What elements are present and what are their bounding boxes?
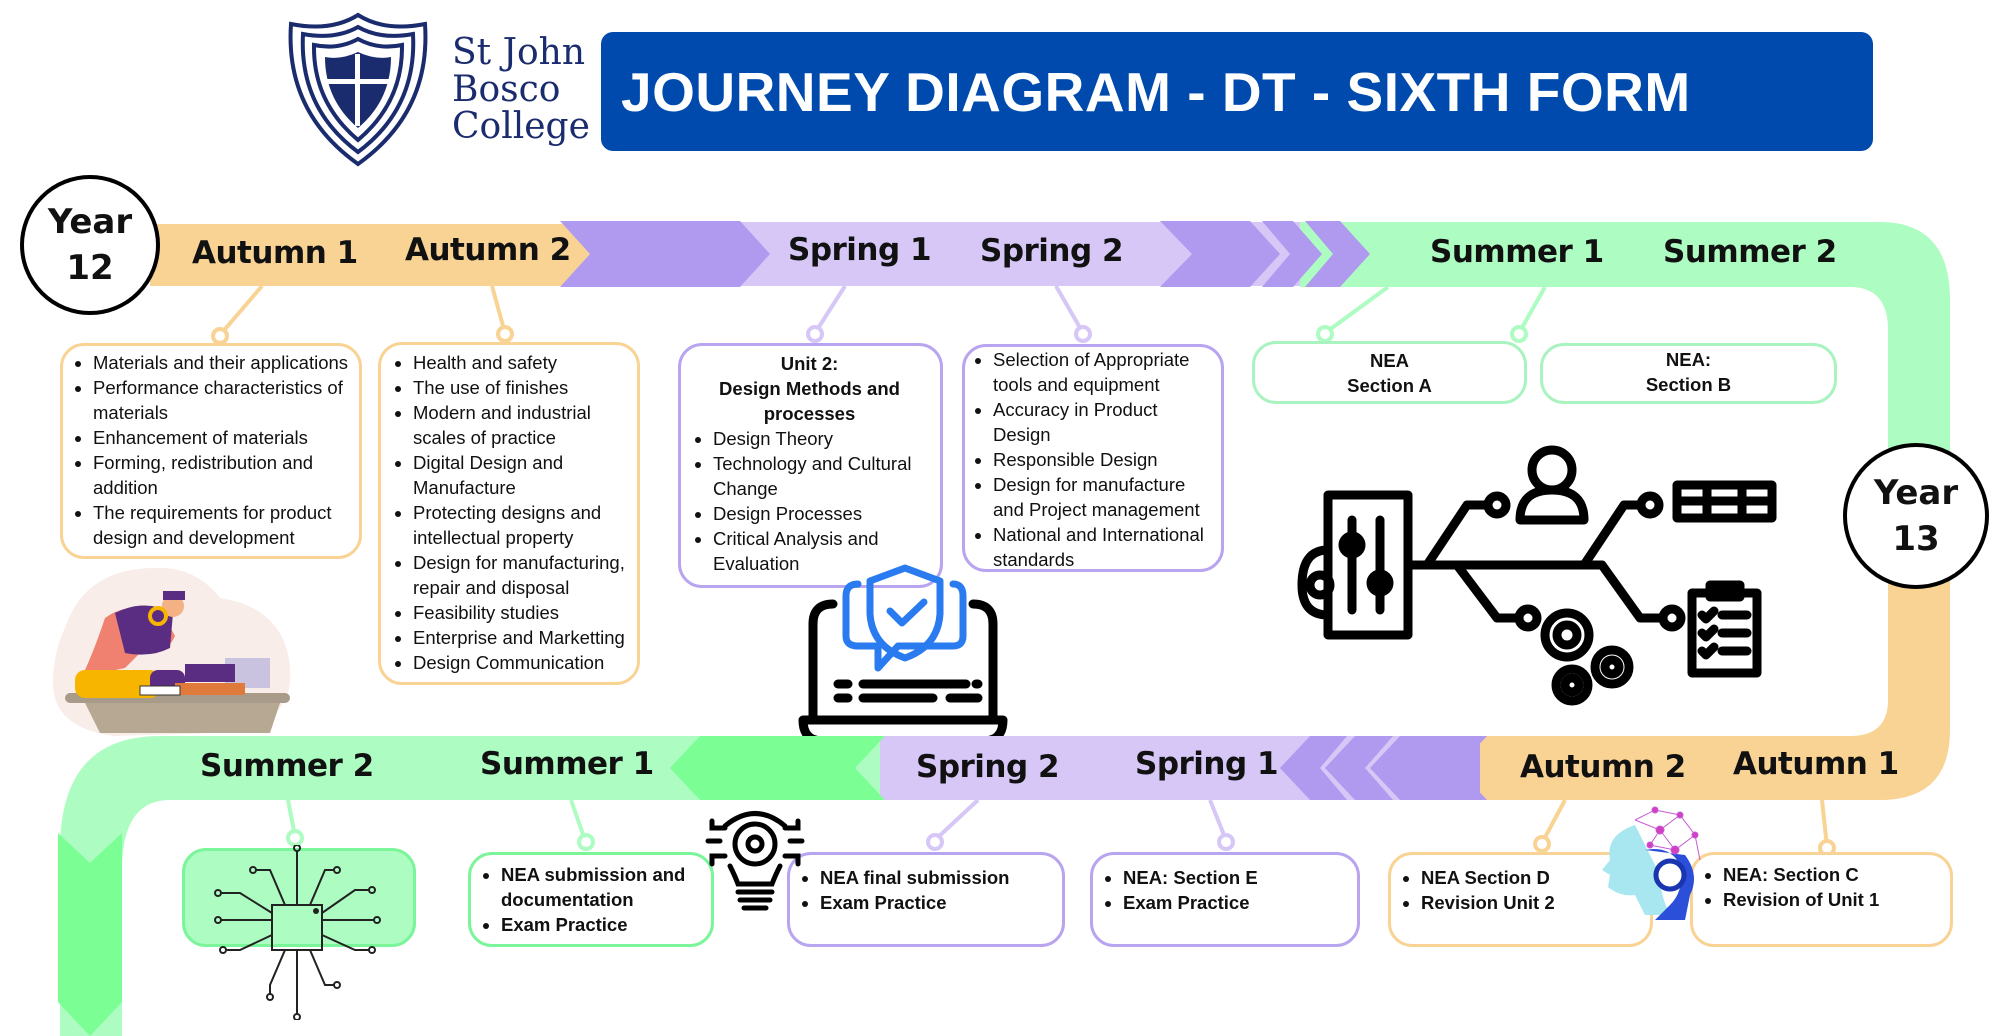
- box-heading: Section B: [1645, 374, 1732, 395]
- school-name: St John Bosco College: [452, 34, 590, 145]
- chevron: [1280, 736, 1347, 800]
- topic-item: Design for manufacture and Project manag…: [993, 472, 1215, 522]
- year-label: Year: [47, 202, 133, 242]
- box-heading: NEA: [1369, 350, 1410, 371]
- topic-item: Exam Practice: [501, 912, 705, 937]
- term-label-y12-autumn-2: Autumn 2: [405, 232, 571, 268]
- lightbulb-gear-icon: [705, 811, 805, 911]
- topic-item: Design for manufacturing, repair and dis…: [413, 550, 631, 600]
- topic-item: Protecting designs and intellectual prop…: [413, 500, 631, 550]
- topic-item: Design Processes: [713, 501, 932, 526]
- topic-item: Selection of Appropriate tools and equip…: [993, 347, 1215, 397]
- term-label-y12-summer-2: Summer 2: [1663, 234, 1837, 270]
- topic-item: NEA Section D: [1421, 865, 1644, 890]
- content-box-y13-spring-1: NEA: Section E Exam Practice: [1090, 852, 1360, 947]
- chevron: [1325, 736, 1393, 800]
- topic-item: Digital Design and Manufacture: [413, 450, 631, 500]
- term-label-y13-summer-1: Summer 1: [480, 746, 654, 782]
- topic-item: Exam Practice: [820, 890, 1056, 915]
- topic-item: NEA: Section C: [1723, 862, 1944, 887]
- chevron: [1160, 221, 1280, 287]
- down-arrow: [58, 833, 122, 1036]
- topic-item: Revision Unit 2: [1421, 890, 1644, 915]
- year-label: Year: [1873, 473, 1959, 513]
- school-name-line: Bosco: [452, 69, 561, 110]
- topic-item: Modern and industrial scales of practice: [413, 400, 631, 450]
- content-box-y13-spring-2: NEA final submission Exam Practice: [787, 852, 1065, 947]
- chevron: [1456, 736, 1487, 800]
- content-box-y12-spring-1: Unit 2: Design Methods and processes Des…: [678, 343, 943, 588]
- year-number: 12: [66, 248, 114, 288]
- chevron: [705, 221, 770, 287]
- content-box-y12-autumn-2: Health and safety The use of finishes Mo…: [378, 342, 640, 685]
- track-autumn-y13: [1450, 570, 1950, 800]
- content-box-y13-summer-1: NEA submission and documentation Exam Pr…: [468, 852, 714, 947]
- box-heading: NEA:: [1665, 349, 1712, 370]
- content-box-y13-summer-2: [182, 848, 416, 947]
- topic-item: Design Communication: [413, 650, 631, 675]
- topic-item: Feasibility studies: [413, 600, 631, 625]
- box-heading: Unit 2:: [780, 353, 839, 374]
- term-label-y13-autumn-2: Autumn 2: [1520, 749, 1686, 785]
- term-label-y13-summer-2: Summer 2: [200, 748, 374, 784]
- topic-item: Responsible Design: [993, 447, 1215, 472]
- term-label-y12-spring-1: Spring 1: [788, 232, 932, 268]
- box-heading: Section A: [1347, 375, 1432, 396]
- topic-item: Design Theory: [713, 426, 932, 451]
- year-13-badge: Year 13: [1843, 443, 1989, 589]
- topic-item: Accuracy in Product Design: [993, 397, 1215, 447]
- topic-item: NEA final submission: [820, 865, 1056, 890]
- topic-item: Critical Analysis and Evaluation: [713, 526, 932, 576]
- topic-item: Technology and Cultural Change: [713, 451, 932, 501]
- page-title: JOURNEY DIAGRAM - DT - SIXTH FORM: [621, 61, 1691, 123]
- ai-head-illustration: [1602, 806, 1701, 920]
- title-banner: JOURNEY DIAGRAM - DT - SIXTH FORM: [601, 32, 1873, 151]
- topic-item: NEA submission and documentation: [501, 862, 705, 912]
- term-label-y12-spring-2: Spring 2: [980, 233, 1124, 269]
- content-box-y12-summer-2: NEA: Section B: [1540, 343, 1837, 404]
- content-box-y12-spring-2: Selection of Appropriate tools and equip…: [962, 344, 1224, 572]
- term-label-y13-spring-1: Spring 1: [1135, 746, 1279, 782]
- topic-item: Health and safety: [413, 350, 631, 375]
- track-autumn-y12: [150, 224, 600, 286]
- year-number: 13: [1892, 519, 1940, 559]
- year-12-badge: Year 12: [20, 175, 160, 315]
- content-box-y13-autumn-2: NEA Section D Revision Unit 2: [1388, 852, 1653, 947]
- term-label-y12-summer-1: Summer 1: [1430, 234, 1604, 270]
- content-box-y12-autumn-1: Materials and their applications Perform…: [60, 343, 362, 559]
- chevron: [760, 736, 885, 800]
- chevron: [1305, 221, 1370, 287]
- content-box-y13-autumn-1: NEA: Section C Revision of Unit 1: [1690, 852, 1953, 947]
- school-name-line: St John: [452, 32, 586, 73]
- topic-item: The requirements for product design and …: [93, 500, 351, 550]
- workflow-network-icon: [1297, 445, 1777, 706]
- school-name-line: College: [452, 106, 590, 147]
- topic-item: Performance characteristics of materials: [93, 375, 351, 425]
- term-label-y13-spring-2: Spring 2: [916, 749, 1060, 785]
- school-shield-logo: [288, 12, 428, 167]
- topic-item: Enterprise and Marketting: [413, 625, 631, 650]
- student-workbench-illustration: [52, 567, 291, 736]
- topic-item: Materials and their applications: [93, 350, 351, 375]
- box-heading: Design Methods and processes: [719, 378, 900, 424]
- circuit-chip-icon: [214, 845, 381, 1020]
- topic-item: NEA: Section E: [1123, 865, 1351, 890]
- topic-item: Exam Practice: [1123, 890, 1351, 915]
- topic-item: National and International standards: [993, 522, 1215, 572]
- chevron: [1262, 221, 1322, 287]
- term-label-y12-autumn-1: Autumn 1: [192, 235, 358, 271]
- topic-item: The use of finishes: [413, 375, 631, 400]
- chevron: [1370, 736, 1487, 800]
- topic-item: Revision of Unit 1: [1723, 887, 1944, 912]
- term-label-y13-autumn-1: Autumn 1: [1733, 746, 1899, 782]
- laptop-shield-check-icon: [798, 564, 1008, 736]
- topic-item: Enhancement of materials: [93, 425, 351, 450]
- content-box-y12-summer-1: NEA Section A: [1252, 341, 1527, 404]
- topic-item: Forming, redistribution and addition: [93, 450, 351, 500]
